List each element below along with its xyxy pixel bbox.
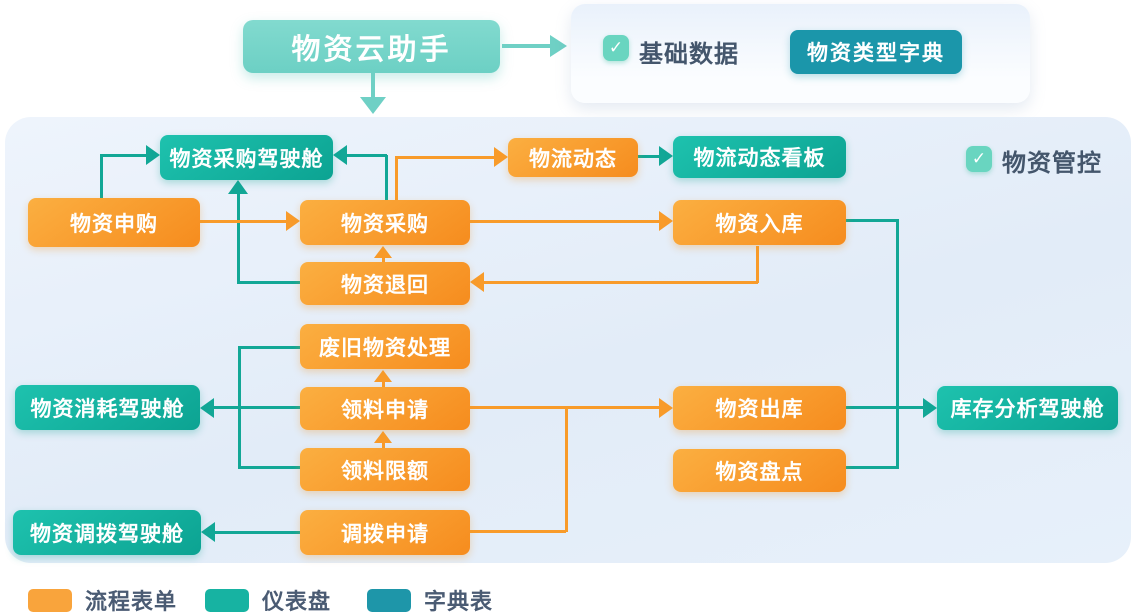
edge-purchase-to-inbound-arrow — [659, 211, 673, 231]
edge-transfer-to-transfer-dashboard-arrow — [201, 522, 215, 542]
edge-return-to-purchase-arrow — [374, 246, 392, 258]
edge-picking-to-consumption-dashboard-line — [214, 406, 300, 409]
edge-transfer-to-outbound-line — [565, 408, 568, 532]
edge-outbound-to-inventory-dashboard-line — [846, 406, 923, 409]
legend-item-dashboard: 仪表盘 — [205, 584, 331, 614]
node-picking-request: 领料申请 — [300, 387, 470, 430]
node-stock-count: 物资盘点 — [673, 449, 846, 492]
materials-control-label: 物资管控 — [1002, 150, 1102, 177]
edge-purchase-to-purchase-dashboard-line — [347, 154, 387, 157]
node-material-outbound: 物资出库 — [673, 386, 846, 430]
edge-logistics-to-board-arrow — [659, 146, 673, 166]
arrow-right-icon — [550, 35, 567, 57]
edge-transfer-to-outbound-line — [470, 530, 566, 533]
edge-return-to-purchase-dashboard-line — [237, 281, 300, 284]
hero-to-panel-line — [371, 73, 375, 99]
base-data-label: 基础数据 — [639, 41, 739, 68]
node-logistics-status: 物流动态 — [508, 138, 638, 177]
node-picking-quota: 领料限额 — [300, 448, 470, 491]
node-scrap-disposal: 废旧物资处理 — [300, 324, 470, 369]
edge-apply-to-purchase-arrow — [286, 211, 300, 231]
legend-swatch-dictionary — [367, 588, 411, 612]
hero-title: 物资云助手 — [291, 33, 452, 66]
edge-quota-to-picking-arrow — [374, 431, 392, 443]
edge-apply-to-purchase-dashboard-line — [100, 154, 146, 157]
node-material-purchase: 物资采购 — [300, 200, 470, 245]
materials-control-checkbox[interactable]: ✓ — [966, 146, 992, 172]
node-material-inbound: 物资入库 — [673, 200, 846, 245]
edge-picking-to-outbound-arrow — [659, 398, 673, 418]
check-icon: ✓ — [971, 149, 987, 168]
edge-inbound-to-inventory-dashboard-line — [896, 219, 899, 468]
edge-return-to-purchase-line — [382, 257, 385, 262]
material-type-dictionary-button[interactable]: 物资类型字典 — [790, 30, 962, 74]
edge-outbound-to-inventory-dashboard-arrow — [923, 398, 937, 418]
node-transfer-dashboard: 物资调拨驾驶舱 — [13, 510, 201, 555]
legend-label: 字典表 — [424, 589, 494, 614]
edge-purchase-to-logistics-line — [395, 156, 494, 159]
base-data-card: ✓ 基础数据 物资类型字典 — [571, 4, 1030, 103]
materials-control-panel — [5, 117, 1131, 563]
legend-item-flow-form: 流程表单 — [28, 584, 177, 614]
node-consumption-dashboard: 物资消耗驾驶舱 — [15, 385, 200, 430]
edge-return-to-purchase-dashboard-arrow — [228, 180, 248, 194]
legend-label: 仪表盘 — [262, 589, 332, 614]
edge-transfer-to-transfer-dashboard-line — [215, 531, 300, 534]
edge-picking-to-scrap-line — [382, 381, 385, 387]
edge-purchase-to-purchase-dashboard-line — [385, 155, 388, 200]
edge-inbound-to-return-arrow — [470, 272, 484, 292]
edge-picking-to-consumption-dashboard-arrow — [200, 398, 214, 418]
legend-swatch-dashboard — [205, 588, 249, 612]
edge-picking-to-scrap-arrow — [374, 370, 392, 382]
edge-return-to-purchase-dashboard-line — [237, 193, 240, 282]
node-purchase-dashboard: 物资采购驾驶舱 — [160, 135, 333, 180]
node-inventory-dashboard: 库存分析驾驶舱 — [937, 386, 1118, 430]
legend-item-dictionary: 字典表 — [367, 584, 493, 614]
edge-inbound-to-inventory-dashboard-line — [846, 219, 899, 222]
edge-stockcount-to-inventory-dashboard-line — [846, 466, 899, 469]
node-material-return: 物资退回 — [300, 262, 470, 305]
hero-title-box: 物资云助手 — [243, 20, 500, 73]
edge-purchase-to-logistics-line — [395, 157, 398, 200]
node-material-apply: 物资申购 — [28, 198, 200, 247]
edge-picking-to-outbound-line — [470, 406, 659, 409]
edge-inbound-to-return-line — [484, 281, 758, 284]
edge-quota-to-picking-line — [382, 442, 385, 448]
edge-scrap-to-consumption-dashboard-line — [238, 346, 300, 349]
node-transfer-request: 调拨申请 — [300, 510, 470, 555]
edge-purchase-to-inbound-line — [470, 220, 659, 223]
check-icon: ✓ — [608, 38, 624, 57]
edge-inbound-to-return-line — [756, 246, 759, 283]
edge-quota-to-consumption-dashboard-line — [238, 466, 300, 469]
edge-apply-to-purchase-dashboard-line — [100, 155, 103, 198]
hero-to-basedata-line — [502, 44, 550, 48]
edge-purchase-to-purchase-dashboard-arrow — [333, 145, 347, 165]
node-logistics-board: 物流动态看板 — [673, 136, 846, 178]
edge-logistics-to-board-line — [638, 155, 659, 158]
base-data-checkbox[interactable]: ✓ — [603, 35, 629, 61]
edge-apply-to-purchase-dashboard-arrow — [146, 145, 160, 165]
arrow-down-icon — [360, 97, 386, 114]
edge-apply-to-purchase-line — [200, 220, 286, 223]
edge-purchase-to-logistics-arrow — [494, 147, 508, 167]
legend-swatch-flow-form — [28, 588, 72, 612]
legend-label: 流程表单 — [85, 589, 178, 614]
